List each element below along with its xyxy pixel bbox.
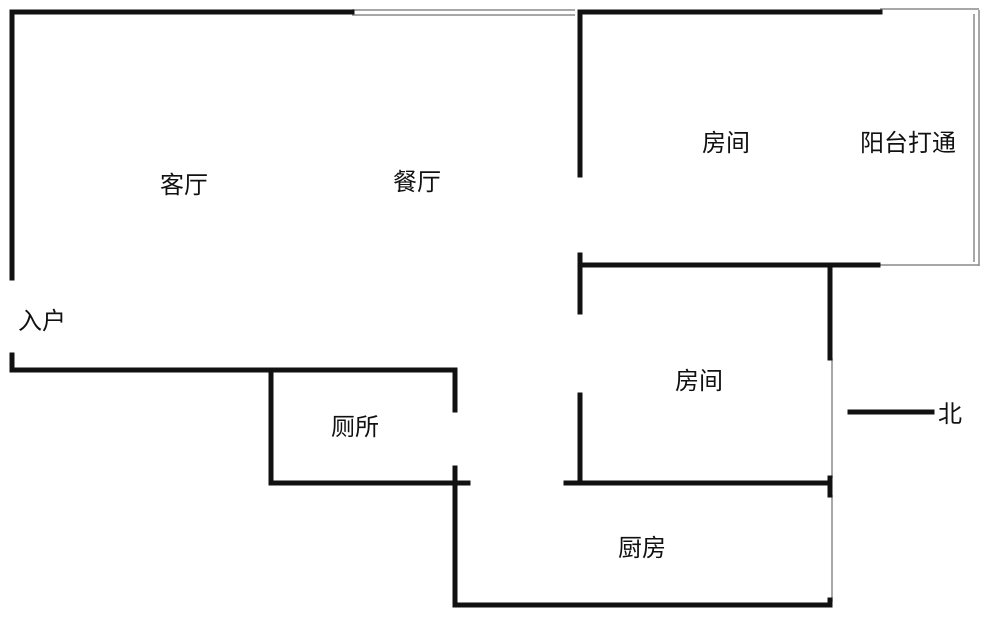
balcony-label: 阳台打通 <box>860 129 956 157</box>
walls <box>9 9 883 608</box>
toilet-label: 厕所 <box>331 413 379 441</box>
bedroom-north-label: 房间 <box>702 129 750 157</box>
entrance-label: 入户 <box>18 307 66 335</box>
bedroom-middle-label: 房间 <box>675 367 723 395</box>
window-lines <box>352 8 980 602</box>
dining-room-label: 餐厅 <box>393 168 441 196</box>
north-label: 北 <box>938 400 962 428</box>
living-room-label: 客厅 <box>160 171 208 199</box>
kitchen-label: 厨房 <box>618 534 666 562</box>
